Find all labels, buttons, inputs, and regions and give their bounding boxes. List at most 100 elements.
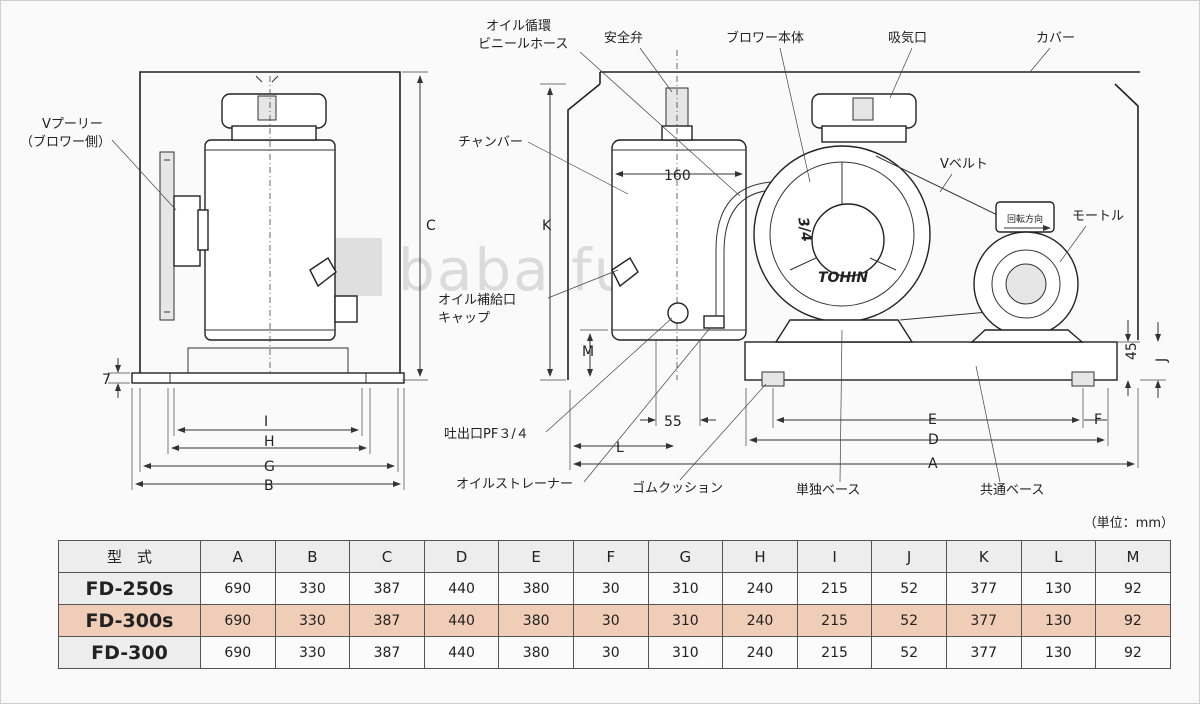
dim-I: I [264,414,268,430]
dim-D: D [928,432,939,448]
cell: 240 [722,636,798,669]
header-A: A [200,540,276,573]
label-oil-strainer: オイルストレーナー [456,477,573,492]
cell: 380 [498,636,574,669]
table-header-row: 型 式 A B C D E F G H I J K L M [58,540,1171,573]
cell: 92 [1095,572,1171,605]
label-intake: 吸気口 [888,30,927,46]
dim-45: 45 [1124,342,1140,360]
cell: 92 [1095,636,1171,669]
label-chamber: チャンバー [458,135,523,150]
cell: 377 [945,604,1022,637]
cell: 440 [423,604,500,637]
model-cell: FD-250s [58,572,201,605]
technical-drawing: baba fuku C 7 [20,19,1170,498]
cell: 130 [1020,636,1097,669]
label-outlet: 吐出口PF３/４ [444,427,529,442]
cell: 52 [871,636,947,669]
dim-K: K [542,218,552,234]
cell: 690 [200,636,276,669]
cell: 215 [796,604,873,637]
table-row: FD-250s 690 330 387 440 380 30 310 240 2… [58,572,1171,605]
side-dimensions: K M 160 55 L 45 J E F D A [540,83,1170,472]
header-model: 型 式 [58,540,201,573]
label-oil-cap: オイル補給口 [438,293,516,308]
cell: 92 [1095,604,1171,637]
header-H: H [722,540,798,573]
cell: 440 [423,636,500,669]
cell: 130 [1020,604,1097,637]
cell: 30 [572,572,649,605]
dim-F: F [1094,412,1102,428]
cell: 30 [572,604,649,637]
table-row-highlighted: FD-300s 690 330 387 440 380 30 310 240 2… [58,604,1171,637]
cell: 130 [1020,572,1097,605]
dim-B: B [264,478,274,494]
label-common-base: 共通ベース [980,483,1044,498]
label-v-pulley: Vプーリー [42,117,103,132]
header-G: G [647,540,724,573]
label-safety-valve: 安全弁 [604,30,643,46]
cell: 380 [498,572,574,605]
header-K: K [945,540,1022,573]
header-C: C [349,540,425,573]
cell: 52 [871,604,947,637]
cell: 310 [647,636,724,669]
rotation-label: 回転方向 [1007,213,1043,225]
cell: 215 [796,636,873,669]
cell: 387 [349,572,425,605]
cell: 330 [274,636,351,669]
cell: 377 [945,572,1022,605]
dim-55: 55 [664,414,682,430]
cell: 330 [274,572,351,605]
label-v-pulley-side: （ブロワー側） [20,134,111,150]
model-cell: FD-300 [58,636,201,669]
dim-H: H [264,434,275,450]
label-oil-hose: オイル循環 [486,19,551,34]
cell: 310 [647,572,724,605]
dim-7: 7 [102,372,111,388]
side-labels: オイル循環 ビニールホース 安全弁 ブロワー本体 吸気口 カバー チャンバー V… [438,19,1124,498]
label-single-base: 単独ベース [796,482,860,498]
cell: 690 [200,572,276,605]
label-blower-body: ブロワー本体 [726,30,804,46]
cell: 215 [796,572,873,605]
header-E: E [498,540,574,573]
label-cover: カバー [1036,31,1075,46]
header-L: L [1020,540,1097,573]
cell: 377 [945,636,1022,669]
header-B: B [274,540,351,573]
cell: 52 [871,572,947,605]
label-oil-cap-2: キャップ [438,311,490,326]
dim-J: J [1154,358,1170,363]
cell: 30 [572,636,649,669]
dim-L: L [616,440,624,456]
cell: 440 [423,572,500,605]
front-view: C 7 I H G B Vプーリー （ブロワー側） [20,71,436,494]
header-D: D [423,540,500,573]
label-rubber-cushion: ゴムクッション [632,480,723,496]
dim-M: M [582,344,594,360]
cell: 310 [647,604,724,637]
label-oil-hose-2: ビニールホース [478,37,568,52]
cell: 387 [349,604,425,637]
dim-160: 160 [664,168,691,184]
spec-table: 型 式 A B C D E F G H I J K L M FD-250s 69… [58,540,1171,669]
dim-E: E [928,412,937,428]
label-motor: モートル [1072,209,1124,224]
cell: 240 [722,604,798,637]
header-J: J [871,540,947,573]
cell: 690 [200,604,276,637]
label-v-belt: Vベルト [940,157,988,172]
header-F: F [572,540,649,573]
table-row: FD-300 690 330 387 440 380 30 310 240 21… [58,636,1171,669]
model-cell: FD-300s [58,604,201,637]
side-view: 3/4 TOHIN 回転方向 [567,50,1140,387]
cell: 240 [722,572,798,605]
cell: 330 [274,604,351,637]
dim-C: C [426,218,436,234]
header-M: M [1095,540,1171,573]
dim-G: G [264,459,275,475]
unit-note: （単位：mm） [1083,516,1174,531]
brand-logo-text: TOHIN [818,270,868,286]
